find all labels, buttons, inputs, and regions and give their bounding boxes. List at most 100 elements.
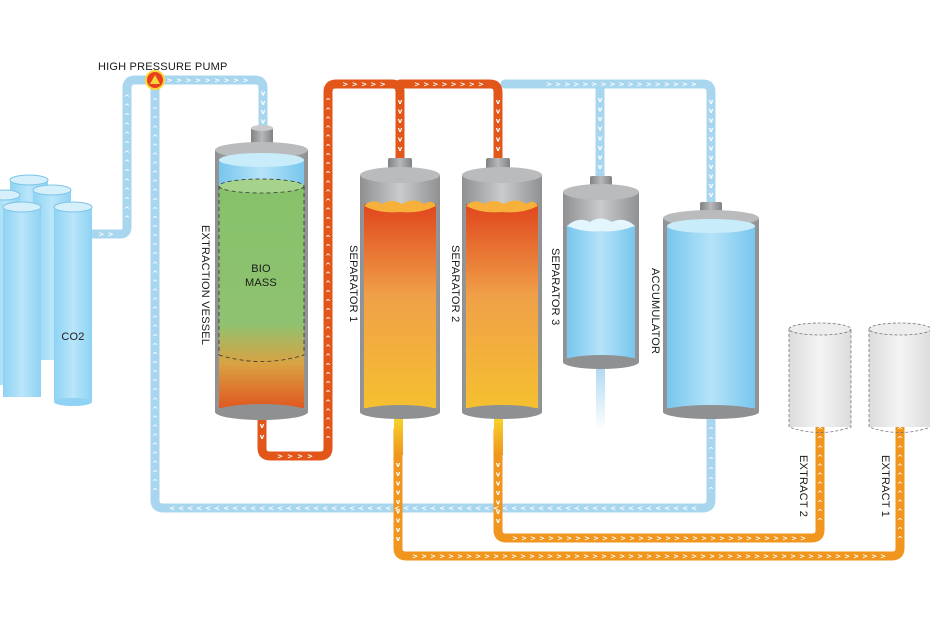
flow-chevron: < — [178, 505, 184, 513]
flow-chevron: ^ — [152, 469, 158, 477]
separator-3: SEPARATOR 3 — [549, 176, 639, 369]
flow-chevron: < — [673, 505, 679, 513]
flow-chevron: > — [646, 81, 652, 89]
flow-chevron: v — [396, 479, 401, 487]
flow-chevron: ^ — [325, 143, 331, 151]
high-pressure-pump[interactable]: HIGH PRESSURE PUMP — [98, 61, 228, 90]
flow-chevron: ^ — [152, 379, 158, 387]
flow-chevron: < — [520, 505, 526, 513]
flow-chevron: ^ — [325, 362, 331, 370]
flow-chevron: > — [600, 81, 606, 89]
flow-chevron: ^ — [325, 317, 331, 325]
flow-chevron: v — [709, 154, 714, 162]
flow-chevron: < — [331, 505, 337, 513]
flow-chevron: > — [277, 453, 283, 461]
flow-chevron: ^ — [325, 326, 331, 334]
flow-chevron: v — [598, 106, 603, 114]
flow-chevron: ^ — [152, 152, 158, 160]
flow-chevron: > — [432, 81, 438, 89]
flow-chevron: ^ — [152, 134, 158, 142]
flow-chevron: ^ — [817, 445, 823, 453]
extract-2-label: EXTRACT 2 — [797, 455, 809, 517]
extract-2-container: EXTRACT 2 — [788, 322, 852, 517]
flow-chevron: v — [598, 144, 603, 152]
flow-chevron: v — [261, 99, 266, 107]
flow-chevron: > — [484, 553, 490, 561]
flow-chevrons: ^^^^^^^^^^^^^^>>>>>>>>>vvvv^^^^^^^^^^^^^… — [98, 77, 903, 561]
flow-chevron: ^ — [897, 454, 903, 462]
flow-chevron: ^ — [708, 427, 714, 435]
flow-chevron: > — [655, 81, 661, 89]
flow-chevron: > — [475, 553, 481, 561]
flow-chevron: < — [259, 505, 265, 513]
flow-chevron: ^ — [897, 436, 903, 444]
flow-chevron: < — [565, 505, 571, 513]
flow-chevron: ^ — [124, 169, 130, 177]
flow-chevron: ^ — [325, 371, 331, 379]
flow-chevron: ^ — [152, 161, 158, 169]
flow-chevron: > — [529, 553, 535, 561]
flow-chevron: > — [637, 553, 643, 561]
flow-chevron: v — [396, 489, 401, 497]
flow-chevron: > — [493, 553, 499, 561]
flow-chevron: ^ — [152, 351, 158, 359]
extract-1-container: EXTRACT 1 — [868, 322, 930, 517]
flow-chevron: ^ — [817, 472, 823, 480]
flow-chevron: < — [223, 505, 229, 513]
flow-chevron: > — [451, 81, 457, 89]
flow-chevron: v — [496, 489, 501, 497]
flow-chevron: ^ — [325, 390, 331, 398]
flow-chevron: > — [764, 535, 770, 543]
flow-chevron: ^ — [152, 397, 158, 405]
flow-chevron: > — [539, 535, 545, 543]
flow-chevron: > — [530, 535, 536, 543]
flow-chevron: < — [448, 505, 454, 513]
flow-chevron: < — [511, 505, 517, 513]
flow-chevron: > — [665, 535, 671, 543]
flow-chevron: v — [598, 96, 603, 104]
flow-chevron: ^ — [325, 435, 331, 443]
flow-chevron: > — [412, 553, 418, 561]
flow-chevron: > — [781, 553, 787, 561]
flow-chevron: ^ — [152, 179, 158, 187]
flow-chevron: > — [307, 453, 313, 461]
flow-chevron: < — [286, 505, 292, 513]
sep3-to-accumulator-pipe — [500, 79, 716, 210]
flow-chevron: ^ — [897, 445, 903, 453]
flow-chevron: > — [700, 553, 706, 561]
flow-chevron: ^ — [708, 437, 714, 445]
flow-chevron: < — [493, 505, 499, 513]
flow-chevron: > — [521, 535, 527, 543]
flow-chevron: ^ — [325, 271, 331, 279]
flow-chevron: > — [664, 553, 670, 561]
flow-chevron: < — [637, 505, 643, 513]
flow-chevron: < — [691, 505, 697, 513]
flow-chevron: > — [709, 553, 715, 561]
flow-chevron: > — [243, 77, 249, 85]
flow-chevron: < — [628, 505, 634, 513]
flow-chevron: > — [619, 553, 625, 561]
flow-chevron: ^ — [708, 457, 714, 465]
flow-chevron: ^ — [817, 499, 823, 507]
flow-chevron: ^ — [152, 188, 158, 196]
flow-chevron: ^ — [152, 388, 158, 396]
flow-chevron: ^ — [817, 427, 823, 435]
flow-chevron: ^ — [817, 463, 823, 471]
flow-chevron: > — [620, 535, 626, 543]
flow-chevron: > — [629, 535, 635, 543]
flow-chevron: > — [691, 553, 697, 561]
pipes — [87, 75, 905, 561]
flow-chevron: ^ — [124, 197, 130, 205]
flow-chevron: < — [340, 505, 346, 513]
flow-chevron: ^ — [152, 424, 158, 432]
flow-chevron: < — [610, 505, 616, 513]
flow-chevron: > — [573, 81, 579, 89]
flow-chevron: < — [214, 505, 220, 513]
flow-chevron: > — [800, 535, 806, 543]
flow-chevron: ^ — [152, 107, 158, 115]
flow-chevron: ^ — [325, 408, 331, 416]
flow-chevron: > — [98, 231, 104, 239]
flow-chevron: < — [592, 505, 598, 513]
co2-tank-main — [53, 201, 93, 406]
flow-chevron: > — [674, 535, 680, 543]
